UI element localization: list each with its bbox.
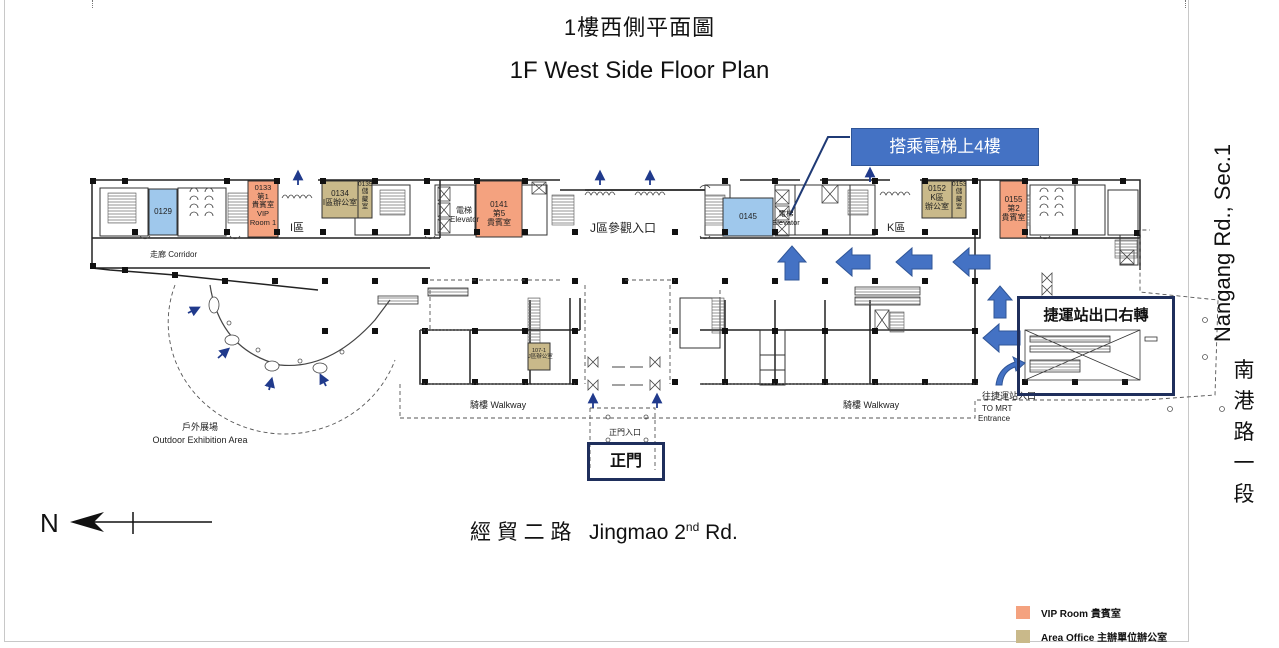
legend: VIP Room 貴賓室 Area Office 主辦單位辦公室 xyxy=(1016,600,1167,648)
curved-wall-doors xyxy=(208,296,328,374)
street-char: 一 xyxy=(1233,452,1255,475)
room-0152-label: 0152 K區 辦公室 xyxy=(925,184,949,212)
mrt-label-en2: Entrance xyxy=(978,414,1011,423)
escalators xyxy=(377,286,921,306)
mrt-label-zh: 往捷運站入口 xyxy=(982,391,1037,401)
arrow-left-mrt xyxy=(982,322,1021,354)
walkway-label-1: 騎樓 Walkway xyxy=(470,400,527,410)
zone-k-label: K區 xyxy=(887,222,906,234)
legend-item-area-office: Area Office 主辦單位辦公室 xyxy=(1016,624,1167,648)
callout-main-gate: 正門 xyxy=(587,442,665,481)
room-0141 xyxy=(475,180,523,238)
page-frame xyxy=(4,0,1189,642)
legend-label-vip: VIP Room 貴賓室 xyxy=(1041,608,1121,620)
street-jingmao-en: Jingmao 2 xyxy=(589,521,686,544)
room-107-1-label: 107-1 J區辦公室 xyxy=(528,348,553,361)
walkway-label-2: 騎樓 Walkway xyxy=(843,400,900,410)
callout-elevator-to-4f: 搭乘電梯上4樓 xyxy=(851,128,1039,166)
elevator-label-2: 電梯 Elevator xyxy=(772,209,800,227)
arrow-left-2 xyxy=(895,246,933,278)
site-boundaries xyxy=(167,229,1219,470)
legend-item-vip: VIP Room 貴賓室 xyxy=(1016,600,1167,624)
room-107-1 xyxy=(527,342,551,371)
legend-label-area-office: Area Office 主辦單位辦公室 xyxy=(1041,632,1168,644)
street-char: 段 xyxy=(1233,483,1255,506)
main-entrance-doors xyxy=(587,272,1053,391)
room-0155 xyxy=(999,180,1028,239)
arrow-left-3 xyxy=(952,246,991,278)
zone-j-entrance-label: J區參觀入口 xyxy=(590,221,657,235)
title-english: 1F West Side Floor Plan xyxy=(509,57,770,84)
street-char: 港 xyxy=(1233,390,1255,413)
legend-swatch-vip xyxy=(1016,605,1030,619)
entrance-dashes xyxy=(612,366,643,386)
bollards xyxy=(226,317,1225,443)
room-0141-label: 0141 第5 貴賓室 xyxy=(487,200,511,228)
street-nangang: Nangang Rd., Sec.1 南 港 路 一 段 xyxy=(1210,90,1265,506)
zone-i-label: I區 xyxy=(290,222,305,234)
room-0153 xyxy=(951,180,967,219)
street-jingmao: 經 貿 二 路 Jingmao 2nd Rd. xyxy=(470,516,738,546)
title-chinese: 1樓西側平面圖 xyxy=(563,15,716,40)
corridor-label: 走廊 Corridor xyxy=(150,250,198,259)
callout-mrt-exit-turn-right: 捷運站出口右轉 xyxy=(1017,296,1175,396)
street-jingmao-zh: 經 貿 二 路 xyxy=(470,521,572,544)
room-0135-label: 0135 儲 藏 室 xyxy=(358,181,373,211)
mrt-label-en1: TO MRT xyxy=(982,404,1013,413)
room-0129-label: 0129 xyxy=(154,207,172,216)
elevator-shafts xyxy=(437,181,1135,331)
street-char: 南 xyxy=(1233,359,1255,382)
main-entrance-small-label: 正門入口 xyxy=(609,428,641,437)
frame-tick xyxy=(92,0,93,8)
doors xyxy=(139,184,1051,240)
street-char: 路 xyxy=(1233,421,1255,444)
elevator-label-1: 電梯 Elevator xyxy=(450,206,480,225)
north-arrow xyxy=(70,512,212,534)
room-0153-label: 0153 儲 藏 室 xyxy=(952,181,967,211)
compass-n-label: N xyxy=(40,508,59,538)
arrow-up-mrt xyxy=(986,285,1014,319)
curved-wall xyxy=(209,284,391,367)
arrow-left-1 xyxy=(835,246,871,278)
room-0145 xyxy=(722,197,774,237)
room-0129 xyxy=(148,188,178,236)
room-0145-label: 0145 xyxy=(739,212,757,221)
entrance-arrows xyxy=(187,166,876,408)
callout-leader-line xyxy=(789,136,850,216)
outdoor-area-zh: 戶外展場 xyxy=(181,422,218,432)
street-jingmao-suffix: Rd. xyxy=(699,521,738,544)
frame-tick xyxy=(1185,0,1186,8)
room-0155-label: 0155 第2 貴賓室 xyxy=(1001,195,1026,223)
room-0133-label: 0133 第1 貴賓室 VIP Room 1 xyxy=(249,183,277,227)
room-0133 xyxy=(247,180,279,238)
outdoor-area-en: Outdoor Exhibition Area xyxy=(152,435,248,445)
legend-swatch-area-office xyxy=(1016,629,1030,643)
mrt-station-block xyxy=(1024,329,1158,381)
room-0152 xyxy=(921,180,953,219)
columns xyxy=(90,178,1140,385)
arrow-up-elevator xyxy=(776,245,808,281)
room-0135 xyxy=(357,180,373,219)
restrooms xyxy=(189,187,1064,217)
street-jingmao-sup: nd xyxy=(685,520,700,534)
street-nangang-zh: 南 港 路 一 段 xyxy=(1229,355,1259,510)
room-0134-label: 0134 I區辦公室 xyxy=(322,189,358,208)
